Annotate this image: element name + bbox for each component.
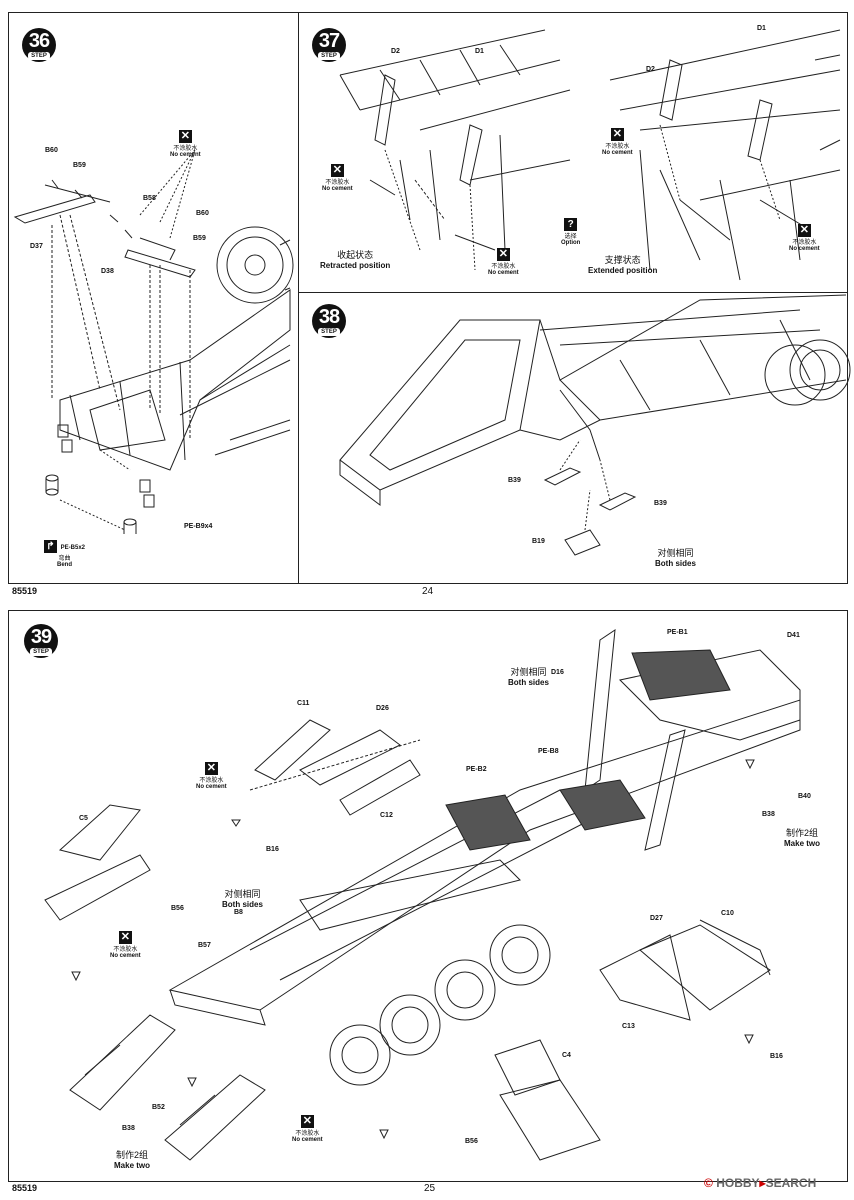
step-word: STEP	[30, 648, 52, 656]
step39-panel	[8, 610, 848, 1182]
part-label: B19	[532, 538, 545, 545]
part-label: D2	[391, 48, 400, 55]
part-label: B57	[198, 942, 211, 949]
no-cement-icon: ✕	[610, 128, 624, 141]
step36-chassis-drawing	[15, 150, 293, 534]
part-label: D41	[787, 632, 800, 639]
part-label: D26	[376, 705, 389, 712]
both-sides-caption: 对侧相同 Both sides	[222, 889, 263, 909]
part-label: B40	[798, 793, 811, 800]
step36-badge: 36 STEP	[22, 28, 56, 62]
both-sides-caption: 对侧相同 Both sides	[508, 667, 549, 687]
step37-badge: 37 STEP	[312, 28, 346, 62]
no-cement-icon: ✕	[118, 931, 132, 944]
no-cement-note: ✕ 不涂胶水 No cement	[292, 1115, 323, 1143]
part-label: C11	[297, 700, 310, 707]
extended-caption: 支撑状态 Extended position	[588, 255, 658, 275]
page-number: 25	[424, 1183, 436, 1194]
part-label: B38	[762, 811, 775, 818]
no-cement-note: ✕ 不涂胶水 No cement	[170, 130, 201, 158]
step39-number: 39	[30, 626, 52, 648]
step36-number: 36	[28, 30, 50, 52]
both-sides-caption: 对侧相同 Both sides	[655, 548, 696, 568]
step37-number: 37	[318, 30, 340, 52]
step37-drawing-left	[340, 30, 570, 270]
step38-badge: 38 STEP	[312, 304, 346, 338]
part-label: C10	[721, 910, 734, 917]
make-two-caption: 制作2组 Make two	[114, 1150, 151, 1170]
step-word: STEP	[318, 52, 340, 60]
part-label: D1	[757, 25, 766, 32]
part-label: D16	[551, 669, 564, 676]
bend-icon: ↱	[44, 540, 57, 553]
part-label: PE-B9x4	[184, 523, 213, 530]
no-cement-note: ✕ 不涂胶水 No cement	[488, 248, 519, 276]
product-code: 85519	[12, 586, 38, 596]
part-label: B59	[193, 235, 206, 242]
no-cement-icon: ✕	[496, 248, 510, 261]
part-label: B59	[73, 162, 86, 169]
retracted-caption: 收起状态 Retracted position	[320, 250, 391, 270]
no-cement-note: ✕ 不涂胶水 No cement	[602, 128, 633, 156]
part-label: B16	[266, 846, 279, 853]
hobbysearch-watermark: © HOBBY▸SEARCH	[704, 1176, 816, 1190]
step38-trailer-drawing	[340, 295, 850, 555]
part-label: PE-B8	[538, 748, 559, 755]
part-label: B52	[152, 1104, 165, 1111]
part-label: C5	[79, 815, 88, 822]
part-label: C4	[562, 1052, 571, 1059]
no-cement-icon: ✕	[178, 130, 192, 143]
step39-badge: 39 STEP	[24, 624, 58, 658]
no-cement-icon: ✕	[797, 224, 811, 237]
bend-part: PE-B5x2	[60, 545, 86, 551]
part-label: D37	[30, 243, 43, 250]
step-word: STEP	[318, 328, 340, 336]
part-label: D2	[646, 66, 655, 73]
copyright-icon: ©	[704, 1176, 713, 1190]
part-label: B39	[654, 500, 667, 507]
watermark-dot: ▸	[759, 1176, 766, 1190]
part-label: B58	[143, 195, 156, 202]
question-icon: ?	[564, 218, 578, 231]
part-label: B16	[770, 1053, 783, 1060]
part-label: C13	[622, 1023, 635, 1030]
step36-panel	[8, 12, 300, 584]
part-label: PE-B2	[466, 766, 487, 773]
part-label: D1	[475, 48, 484, 55]
no-cement-icon: ✕	[204, 762, 218, 775]
make-two-caption: 制作2组 Make two	[784, 828, 821, 848]
option-note: ? 选择 Option	[561, 218, 581, 246]
step-word: STEP	[28, 52, 50, 60]
part-label: D27	[650, 915, 663, 922]
page-number: 24	[422, 586, 434, 597]
no-cement-note: ✕ 不涂胶水 No cement	[110, 931, 141, 959]
watermark-rest: SEARCH	[765, 1176, 817, 1190]
part-label: C12	[380, 812, 393, 819]
no-cement-icon: ✕	[330, 164, 344, 177]
step38-panel	[298, 292, 848, 584]
bend-note: ↱ PE-B5x2 弯曲 Bend	[44, 540, 85, 568]
part-label: B60	[196, 210, 209, 217]
no-cement-icon: ✕	[300, 1115, 314, 1128]
part-label: D38	[101, 268, 114, 275]
part-label: PE-B1	[667, 629, 688, 636]
step38-number: 38	[318, 306, 340, 328]
step37-drawing-right	[610, 30, 840, 280]
part-label: B60	[45, 147, 58, 154]
no-cement-note: ✕ 不涂胶水 No cement	[322, 164, 353, 192]
no-cement-note: ✕ 不涂胶水 No cement	[789, 224, 820, 252]
part-label: B8	[234, 909, 243, 916]
watermark-brand: HOBBY	[716, 1176, 760, 1190]
part-label: B56	[465, 1138, 478, 1145]
part-label: B38	[122, 1125, 135, 1132]
step37-panel	[298, 12, 848, 294]
part-label: B56	[171, 905, 184, 912]
part-label: B39	[508, 477, 521, 484]
no-cement-note: ✕ 不涂胶水 No cement	[196, 762, 227, 790]
step39-trailer-drawing	[45, 630, 800, 1160]
product-code: 85519	[12, 1183, 38, 1193]
